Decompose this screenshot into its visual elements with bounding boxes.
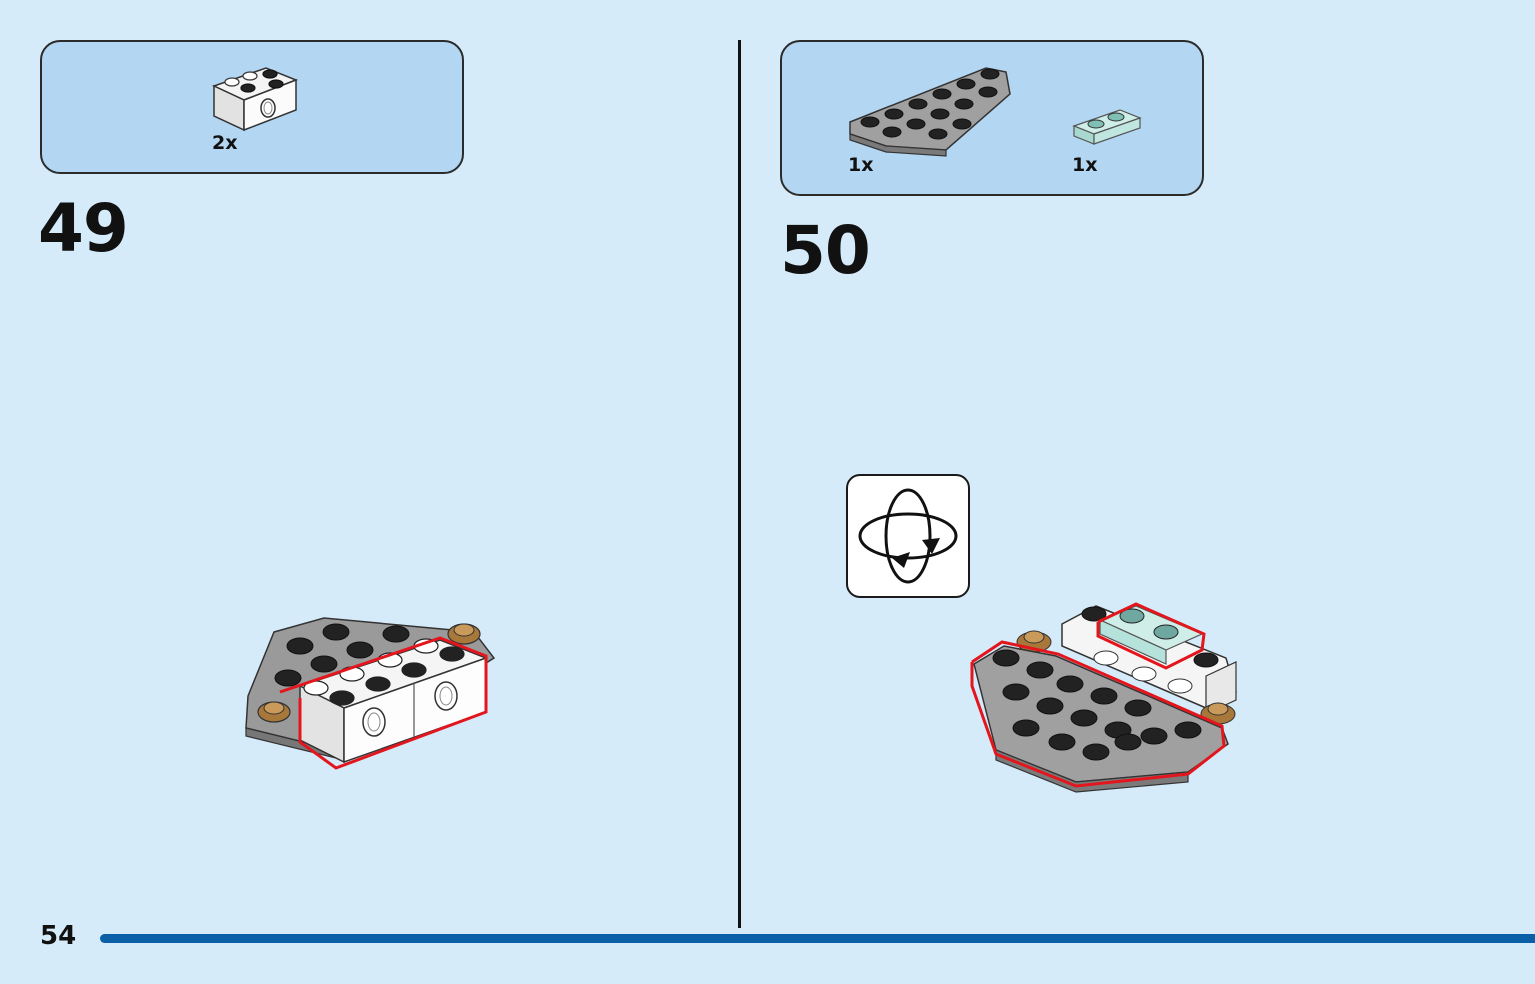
- gray-wedge-plate-part-icon: [849, 67, 1011, 157]
- parts-box-step-50: 1x 1x: [780, 40, 1204, 196]
- parts-box-step-49: 2x: [40, 40, 464, 174]
- progress-bar: [100, 934, 1535, 943]
- white-brick-part-icon: [212, 67, 299, 132]
- part-quantity: 1x: [1072, 154, 1098, 176]
- rotate-model-callout: [846, 474, 970, 598]
- page-divider: [738, 40, 741, 928]
- rotate-model-icon: [858, 488, 958, 584]
- part-quantity: 1x: [848, 154, 874, 176]
- transparent-plate-part-icon: [1072, 109, 1142, 145]
- step-50-model-illustration: [970, 602, 1237, 793]
- step-number: 50: [780, 212, 871, 289]
- step-number: 49: [38, 190, 129, 267]
- part-quantity: 2x: [212, 132, 238, 154]
- step-49-model-illustration: [245, 617, 496, 770]
- page-number: 54: [40, 921, 77, 951]
